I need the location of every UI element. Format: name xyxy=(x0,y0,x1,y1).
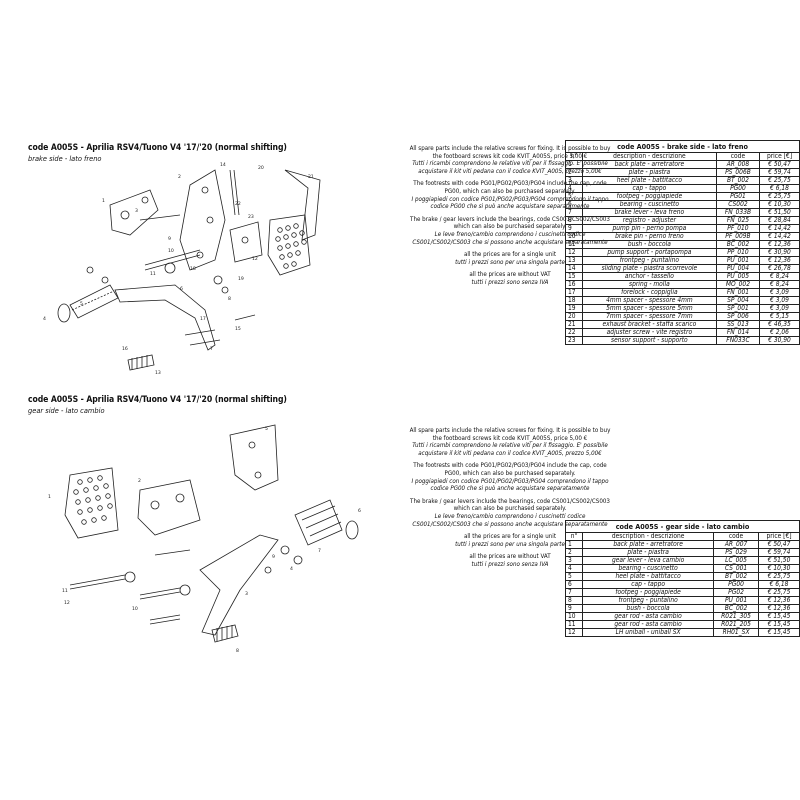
gear-diagram-label-4: 4 xyxy=(290,566,293,572)
brake-diagram-label-18: 18 xyxy=(190,266,196,272)
cell-number: 12 xyxy=(564,628,584,637)
brake-diagram-label-19: 19 xyxy=(238,276,244,282)
brake-note-4-it: tutti i prezzi sono per una singola part… xyxy=(455,258,565,266)
brake-section-title: code A005S - Aprilia RSV4/Tuono V4 '17/'… xyxy=(28,143,287,153)
gear-diagram-label-1: 1 xyxy=(48,494,51,500)
gear-diagram-label-3: 3 xyxy=(245,591,248,597)
gear-parts-table: code A005S - gear side - lato cambio n° … xyxy=(564,520,800,637)
cell-number: 23 xyxy=(565,336,583,345)
brake-diagram-label-22: 22 xyxy=(235,201,241,207)
brake-diagram-label-12: 12 xyxy=(252,256,258,262)
gear-section-subtitle: gear side - lato cambio xyxy=(28,406,105,415)
brake-note-1-en: All spare parts include the relative scr… xyxy=(409,145,611,160)
gear-note-3-it: Le leve freno/cambio comprendono i cusci… xyxy=(412,512,608,528)
brake-section-subtitle: brake side - lato freno xyxy=(28,154,102,163)
brake-exploded-diagram: 4 5 3 2 1 7 13 12 21 20 14 9 10 11 6 8 1… xyxy=(40,160,330,385)
brake-diagram-label-17: 17 xyxy=(200,316,206,322)
brake-diagram-label-14: 14 xyxy=(220,162,226,168)
brake-note-1-it: Tutti i ricambi comprendono le relative … xyxy=(412,160,608,175)
brake-parts-table: code A005S - brake side - lato freno n° … xyxy=(565,140,800,345)
gear-diagram-label-9: 9 xyxy=(272,554,275,560)
brake-diagram-label-7: 7 xyxy=(210,346,213,352)
cell-code: RH01_SX xyxy=(713,628,760,637)
brake-diagram-label-11: 11 xyxy=(150,271,156,277)
brake-diagram-label-1: 1 xyxy=(102,198,105,204)
brake-diagram-label-8: 8 xyxy=(228,296,231,302)
gear-table-caption: code A005S - gear side - lato cambio xyxy=(565,520,800,533)
brake-note-3-it: Le leve freno/cambio comprendono i cusci… xyxy=(412,230,608,246)
gear-note-1-it: Tutti i ricambi comprendono le relative … xyxy=(412,442,608,457)
gear-diagram-label-5: 5 xyxy=(265,426,268,432)
brake-notes: All spare parts include the relative scr… xyxy=(405,145,615,292)
gear-exploded-diagram: 1 2 3 4 5 6 7 8 9 10 11 12 xyxy=(40,420,370,670)
gear-note-2-it: I poggiapiedi con codice PG01/PG02/PG03/… xyxy=(411,477,609,493)
gear-diagram-label-6: 6 xyxy=(358,508,361,514)
cell-description: sensor support - supporto xyxy=(581,336,717,345)
gear-section-title: code A005S - Aprilia RSV4/Tuono V4 '17/'… xyxy=(28,395,287,405)
gear-diagram-label-8: 8 xyxy=(236,648,239,654)
brake-diagram-label-2: 2 xyxy=(178,174,181,180)
gear-diagram-label-12: 12 xyxy=(64,600,70,606)
brake-diagram-label-23: 23 xyxy=(248,214,254,220)
gear-note-4-it: tutti i prezzi sono per una singola part… xyxy=(455,540,565,548)
brake-diagram-label-5: 5 xyxy=(80,301,83,307)
gear-note-5-en: all the prices are without VAT xyxy=(469,553,551,561)
cell-price: € 15,45 xyxy=(758,628,800,637)
brake-note-3-en: The brake / gear levers include the bear… xyxy=(410,215,610,231)
brake-diagram-label-15: 15 xyxy=(235,326,241,332)
brake-note-2-en: The footrests with code PG01/PG02/PG03/P… xyxy=(413,180,607,195)
brake-note-4-en: all the prices are for a single unit xyxy=(463,251,557,259)
cell-code: FN033C xyxy=(715,336,760,345)
gear-note-2-en: The footrests with code PG01/PG02/PG03/P… xyxy=(413,462,607,477)
brake-diagram-label-10: 10 xyxy=(168,248,174,254)
brake-diagram-label-9: 9 xyxy=(168,236,171,242)
brake-note-2-it: I poggiapiedi con codice PG01/PG02/PG03/… xyxy=(411,195,609,211)
gear-note-1-en: All spare parts include the relative scr… xyxy=(409,427,611,442)
gear-diagram-label-2: 2 xyxy=(138,478,141,484)
brake-diagram-label-16: 16 xyxy=(122,346,128,352)
brake-diagram-label-20: 20 xyxy=(258,165,264,171)
brake-table-caption: code A005S - brake side - lato freno xyxy=(565,140,800,153)
gear-diagram-label-10: 10 xyxy=(132,606,138,612)
gear-diagram-label-11: 11 xyxy=(62,588,68,594)
gear-note-3-en: The brake / gear levers include the bear… xyxy=(410,497,610,513)
cell-price: € 30,90 xyxy=(758,336,800,345)
gear-note-4-en: all the prices are for a single unit xyxy=(463,533,557,541)
brake-diagram-label-3: 3 xyxy=(135,208,138,214)
brake-note-5-en: all the prices are without VAT xyxy=(469,271,551,279)
brake-diagram-label-4: 4 xyxy=(43,316,46,322)
cell-description: LH uniball - uniball SX xyxy=(582,628,715,637)
brake-diagram-label-13: 13 xyxy=(155,370,161,376)
gear-diagram-label-7: 7 xyxy=(318,548,321,554)
brake-note-5-it: tutti i prezzi sono senza IVA xyxy=(471,278,549,286)
gear-note-5-it: tutti i prezzi sono senza IVA xyxy=(471,560,549,568)
brake-diagram-label-6: 6 xyxy=(180,286,183,292)
gear-notes: All spare parts include the relative scr… xyxy=(405,427,615,574)
brake-diagram-label-21: 21 xyxy=(308,174,314,180)
